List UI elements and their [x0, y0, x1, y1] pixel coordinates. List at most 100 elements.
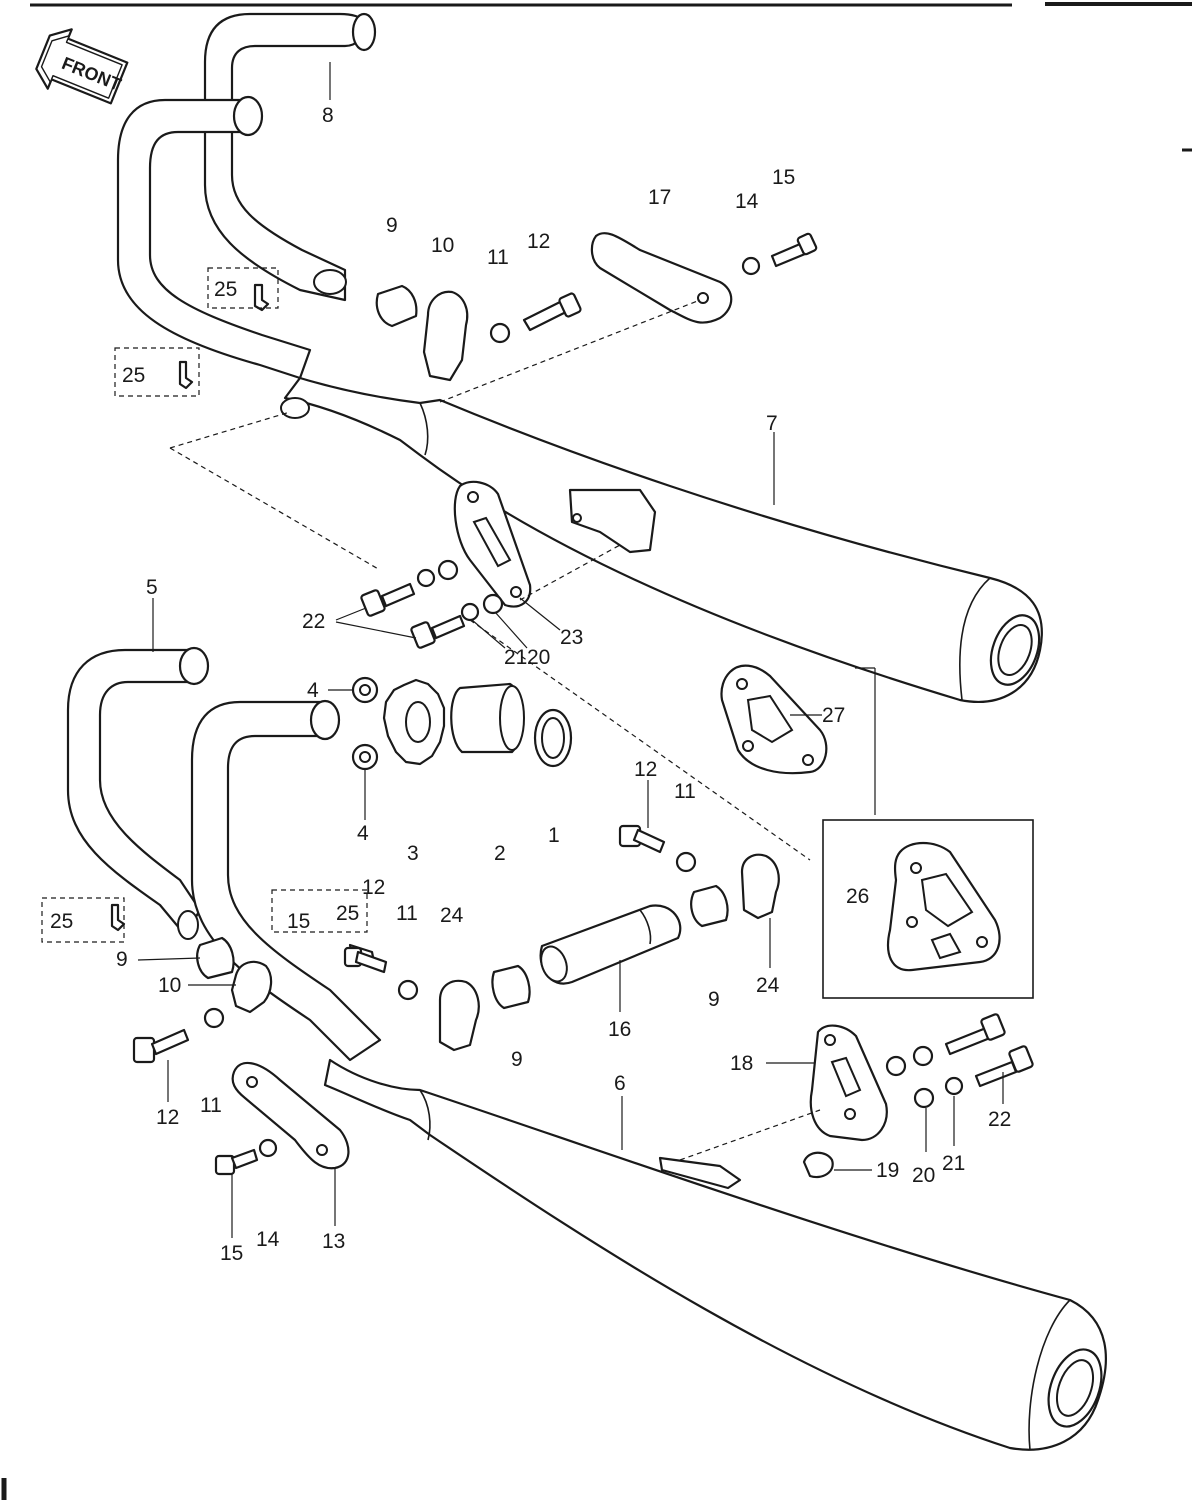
- callout-12-right: 12: [634, 758, 657, 781]
- pipe-6-flange: [309, 699, 341, 741]
- callout-11-right: 11: [674, 780, 696, 803]
- bracket-23-hole-bottom: [510, 586, 522, 598]
- callout-22-lower: 22: [988, 1108, 1011, 1131]
- pipe-5-flange: [178, 646, 210, 686]
- callout-3: 3: [407, 842, 419, 865]
- callout-24-right: 24: [756, 974, 780, 997]
- callout-26: 26: [846, 885, 869, 908]
- screw-25-upper-a: [253, 283, 270, 312]
- leader-22-a: [335, 607, 367, 621]
- bracket-13-hole: [246, 1076, 258, 1088]
- washer-11-lower: [203, 1007, 225, 1029]
- exhaust-pipe-front: [116, 98, 312, 380]
- washer-20-upper: [482, 593, 504, 615]
- assembly-line-upper-d: [519, 544, 621, 601]
- leader-22-b: [335, 621, 417, 639]
- bracket-17-hole: [697, 292, 709, 304]
- bracket-27-hole-c: [742, 740, 754, 752]
- grommet-19: [802, 1151, 834, 1179]
- muffler-6-mount-tab: [658, 1156, 742, 1190]
- muffler-7-band: [419, 402, 429, 456]
- callout-15: 15: [772, 166, 795, 189]
- callout-9-right: 9: [708, 988, 720, 1011]
- collar-9-right: [690, 884, 729, 928]
- washer-upper-mid-a: [437, 559, 459, 581]
- bolt-12-lower: [150, 1028, 190, 1056]
- assembly-line-lower: [679, 1109, 821, 1161]
- front-direction-badge: FRONT: [35, 28, 129, 105]
- bracket-26-slot: [920, 872, 974, 928]
- assembly-line-upper-b: [169, 447, 381, 571]
- callout-6: 6: [614, 1072, 626, 1095]
- callout-25-lower: 25: [50, 910, 73, 933]
- pipe-front-flange: [232, 95, 264, 137]
- clamp-24-lower: [438, 979, 480, 1052]
- bracket-26-hole-b: [976, 936, 988, 948]
- box-25-upper-b: [114, 347, 200, 397]
- callout-11-mid: 11: [396, 902, 418, 925]
- callout-7: 7: [766, 412, 778, 435]
- callout-23: 23: [560, 626, 583, 649]
- tube-16-end: [540, 945, 568, 983]
- clamp-10-lower-left: [230, 960, 273, 1014]
- bolt-12-right: [632, 828, 666, 854]
- callout-12-lower: 12: [156, 1106, 179, 1129]
- leader-23: [519, 597, 561, 631]
- bolt-22-lower-b: [974, 1060, 1018, 1088]
- muffler-7: [283, 376, 1043, 703]
- bracket-26-hole-c: [906, 916, 918, 928]
- bracket-27-hole-a: [736, 678, 748, 690]
- box-25-upper: [207, 267, 279, 309]
- exhaust-pipe-6-header: [190, 700, 382, 1062]
- callout-2: 2: [494, 842, 506, 865]
- bolt-22-lower-b-head: [1008, 1045, 1034, 1073]
- bracket-18-slot: [830, 1056, 862, 1098]
- bracket-13-hole-2: [316, 1144, 328, 1156]
- callout-24-mid: 24: [440, 904, 464, 927]
- callout-9-lower-mid: 9: [511, 1048, 523, 1071]
- callout-10-left: 10: [158, 974, 181, 997]
- muffler-6-outlet-inner: [1055, 1359, 1095, 1417]
- bolt-22-upper-b-head: [410, 621, 436, 649]
- bolt-12-mid: [354, 950, 388, 974]
- collar-9-upper: [375, 284, 418, 328]
- callout-13: 13: [322, 1230, 345, 1253]
- bolt-22-lower-a-head: [980, 1013, 1006, 1041]
- screw-25-upper-b: [178, 360, 194, 390]
- callout-10: 10: [431, 234, 454, 257]
- washer-14-upper: [741, 256, 761, 276]
- callout-21-lower: 21: [942, 1152, 965, 1175]
- muffler-7-mount-hole: [572, 513, 582, 523]
- muffler-6: [323, 1058, 1107, 1451]
- nut-11-right: [675, 851, 697, 873]
- muffler-6-tip-seam: [1028, 1299, 1071, 1451]
- bracket-27-slot: [746, 694, 794, 744]
- collar-9-lower-mid: [491, 964, 531, 1010]
- callout-5: 5: [146, 576, 158, 599]
- callout-12-mid: 12: [362, 876, 385, 899]
- callout-25-b: 25: [122, 364, 145, 387]
- nut-21-upper: [460, 602, 480, 622]
- bolt-15-upper-head: [796, 232, 818, 256]
- assembly-line-mid: [469, 619, 811, 861]
- callout-11-lower: 11: [200, 1094, 222, 1117]
- callout-4-top: 4: [307, 679, 319, 702]
- callout-12: 12: [527, 230, 550, 253]
- callout-18: 18: [730, 1052, 753, 1075]
- nut-4-top-hole: [359, 684, 371, 696]
- box-15-25: [271, 889, 368, 933]
- bracket-27-hole-b: [802, 754, 814, 766]
- callout-22-upper: 22: [302, 610, 325, 633]
- callout-16: 16: [608, 1018, 631, 1041]
- muffler-7-inlet: [280, 397, 310, 419]
- washer-lower-right-b: [912, 1045, 934, 1067]
- exhaust-pipe-5: [66, 648, 202, 937]
- box-25-lower: [41, 897, 125, 943]
- pipe-8-end-back: [351, 12, 377, 52]
- bracket-17: [590, 232, 733, 324]
- bolt-12-lower-head: [132, 1036, 156, 1064]
- muffler-7-tip-seam: [959, 577, 991, 701]
- callout-19: 19: [876, 1159, 899, 1182]
- bracket-26-slot-2: [930, 932, 962, 960]
